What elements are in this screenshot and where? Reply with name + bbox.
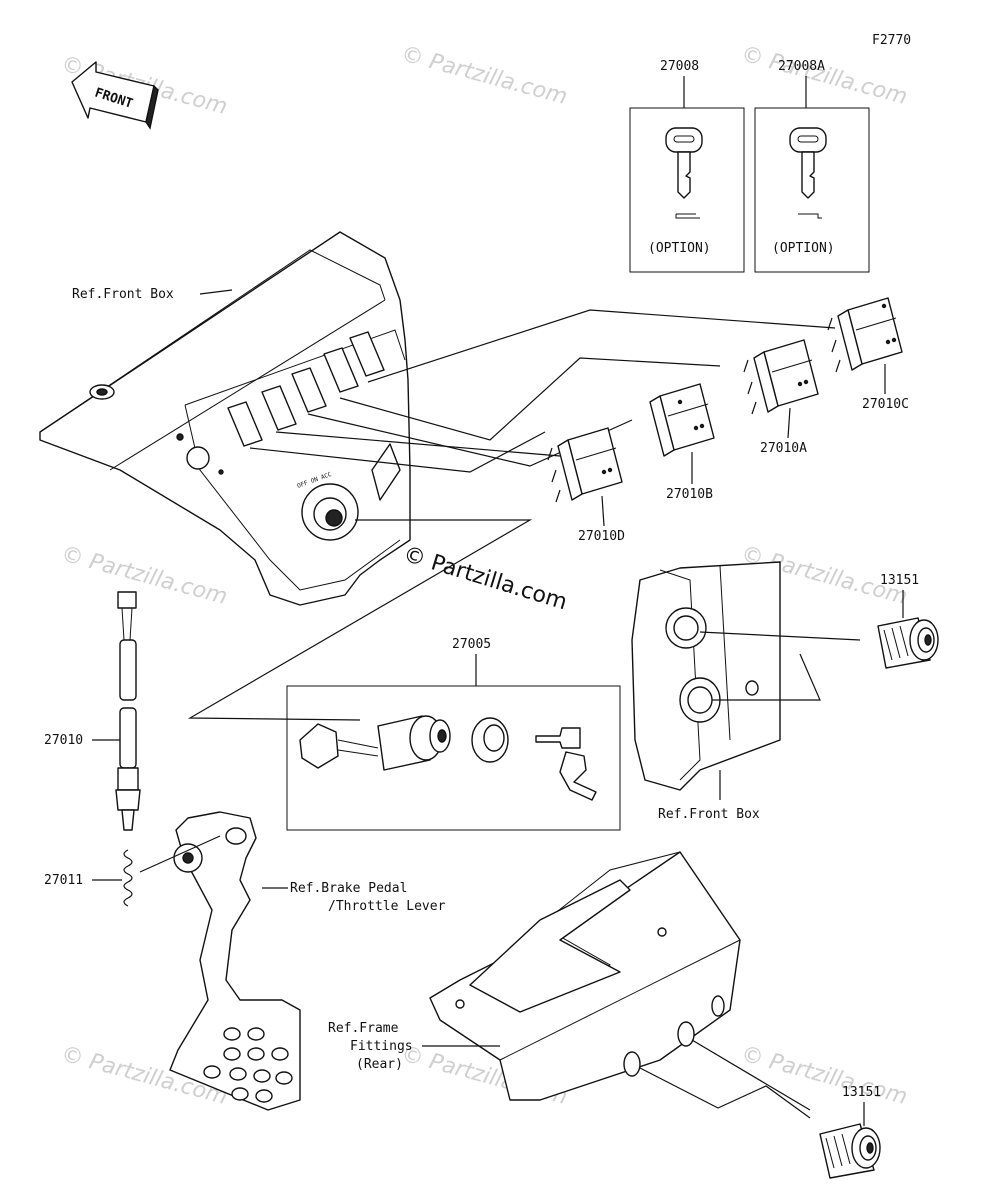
part-number-13151-bottom: 13151 bbox=[842, 1085, 881, 1100]
rocker-switch-27010c: 27010C bbox=[827, 297, 909, 412]
lock-nut-icon bbox=[471, 717, 509, 763]
option-label: (OPTION) bbox=[648, 241, 711, 256]
watermark-main: © Partzilla.com bbox=[400, 542, 570, 616]
power-socket-13151-top: 13151 bbox=[877, 573, 939, 669]
watermark: © Partzilla.com bbox=[58, 542, 229, 610]
ignition-switch-icon bbox=[299, 715, 451, 771]
front-arrow-icon: FRONT bbox=[71, 61, 159, 130]
switch-leader-lines bbox=[187, 309, 836, 721]
watermark: © Partzilla.com bbox=[398, 42, 569, 110]
part-number-13151-top: 13151 bbox=[880, 573, 919, 588]
power-socket-13151-bottom: 13151 bbox=[819, 1085, 881, 1179]
ignition-switch-kit-27005: 27005 bbox=[286, 637, 621, 831]
ref-brake-pedal-line1: Ref.Brake Pedal bbox=[290, 881, 407, 896]
front-box-panel: OFF ON ACC bbox=[39, 231, 411, 606]
part-number-27010c: 27010C bbox=[862, 397, 909, 412]
pedal-grip-pads bbox=[203, 1027, 293, 1103]
part-number-27010a: 27010A bbox=[760, 441, 807, 456]
ignition-lock-icon: OFF ON ACC bbox=[296, 471, 359, 541]
ref-brake-pedal-line2: /Throttle Lever bbox=[328, 899, 446, 914]
part-number-27005: 27005 bbox=[452, 637, 491, 652]
rocker-switch-27010a: 27010A bbox=[743, 339, 819, 456]
ref-front-box-top: Ref.Front Box bbox=[72, 287, 174, 302]
rocker-switch-27010d: 27010D bbox=[547, 427, 625, 544]
part-number-27010: 27010 bbox=[44, 733, 83, 748]
switch-slots bbox=[227, 331, 385, 447]
brake-pedal bbox=[139, 811, 301, 1111]
option-label: (OPTION) bbox=[772, 241, 835, 256]
key-option-27008: 27008 (OPTION) bbox=[629, 59, 745, 273]
part-number-27008: 27008 bbox=[660, 59, 699, 74]
spring-27011: 27011 bbox=[44, 849, 133, 907]
rocker-switch-27010b: 27010B bbox=[649, 383, 715, 502]
ref-frame-line1: Ref.Frame bbox=[328, 1021, 399, 1036]
rear-frame-fitting bbox=[429, 851, 741, 1101]
key-icon bbox=[789, 127, 827, 219]
ref-front-box-right: Ref.Front Box bbox=[658, 807, 760, 822]
brake-switch-27010: 27010 bbox=[44, 591, 141, 831]
part-number-27011: 27011 bbox=[44, 873, 83, 888]
ref-frame-line2: Fittings bbox=[350, 1039, 413, 1054]
ref-frame-line3: (Rear) bbox=[356, 1057, 403, 1072]
key-icon bbox=[665, 127, 703, 219]
part-number-27010b: 27010B bbox=[666, 487, 713, 502]
watermark: © Partzilla.com bbox=[738, 1042, 909, 1110]
key-option-27008a: 27008A (OPTION) bbox=[754, 59, 870, 273]
watermark: © Partzilla.com bbox=[738, 42, 909, 110]
part-number-27008a: 27008A bbox=[778, 59, 825, 74]
part-number-27010d: 27010D bbox=[578, 529, 625, 544]
front-box-right bbox=[631, 561, 781, 791]
figure-code: F2770 bbox=[872, 33, 911, 48]
keys-icon bbox=[535, 727, 597, 801]
